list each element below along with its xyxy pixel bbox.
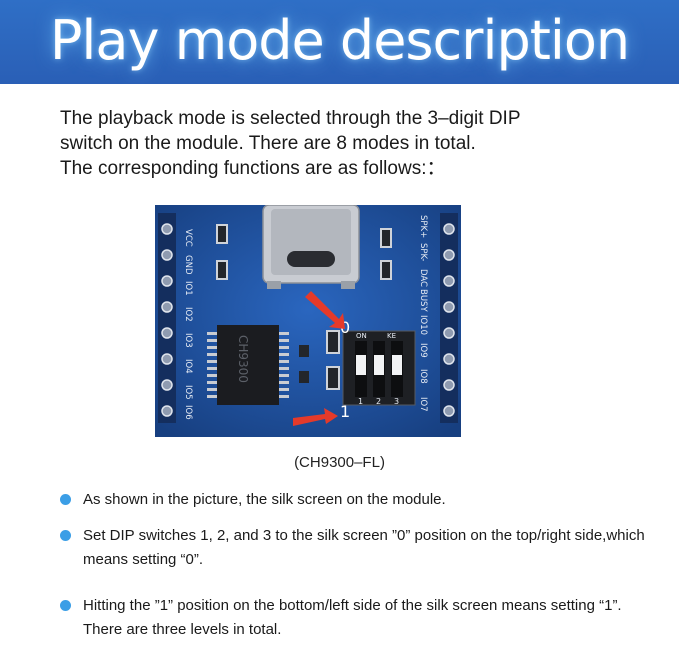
chip-label: CH9300: [236, 335, 250, 383]
right-pins: [443, 223, 455, 417]
silk-marker-one: 1: [340, 402, 350, 421]
bullet-dot-icon: [60, 600, 71, 611]
smd-components-top: [216, 224, 392, 280]
red-arrow-zero: [305, 291, 345, 329]
dip-ke-label: KE: [387, 332, 396, 340]
usb-c-connector: [262, 205, 360, 289]
left-pin-labels: VCC GND IO1 IO2 IO3 IO4 IO5 IO6: [183, 229, 193, 420]
intro-line: switch on the module. There are 8 modes …: [60, 133, 476, 154]
dip-toggle-1: [356, 355, 366, 375]
bullet-dot-icon: [60, 494, 71, 505]
silk-marker-zero: 0: [340, 318, 350, 337]
module-board-illustration: VCC GND IO1 IO2 IO3 IO4 IO5 IO6 SPK+ SPK…: [155, 205, 461, 437]
smd-components-middle: [299, 330, 340, 390]
right-pin-labels: SPK+ SPK- DAC BUSY IO10 IO9 IO8 IO7: [418, 215, 428, 412]
pin-label: IO1: [183, 281, 193, 296]
list-item-text: As shown in the picture, the silk screen…: [83, 491, 446, 508]
pin-label: IO6: [183, 405, 193, 420]
dip-toggle-3: [392, 355, 402, 375]
pin-label: IO4: [183, 359, 193, 374]
intro-text: The playback mode is selected through th…: [60, 106, 660, 181]
pin-label: SPK+: [418, 215, 428, 238]
intro-line: The corresponding functions are as follo…: [60, 158, 446, 179]
page-title: Play mode description: [49, 8, 630, 72]
pin-label: IO9: [418, 343, 428, 358]
list-item: Hitting the ”1” position on the bottom/l…: [60, 594, 660, 642]
list-item-text: Set DIP switches 1, 2, and 3 to the silk…: [83, 527, 645, 568]
pin-label: GND: [183, 255, 193, 275]
title-banner: Play mode description: [0, 0, 679, 84]
intro-line: The playback mode is selected through th…: [60, 108, 521, 129]
list-item-text: Hitting the ”1” position on the bottom/l…: [83, 597, 622, 638]
left-pins: [161, 223, 173, 417]
pin-label: IO7: [418, 397, 428, 412]
main-ic-chip: CH9300: [207, 325, 289, 405]
list-item: Set DIP switches 1, 2, and 3 to the silk…: [60, 524, 660, 572]
pin-label: VCC: [183, 229, 193, 247]
dip-number: 2: [376, 397, 381, 406]
bullet-list: As shown in the picture, the silk screen…: [60, 488, 660, 654]
module-photo: VCC GND IO1 IO2 IO3 IO4 IO5 IO6 SPK+ SPK…: [155, 205, 461, 437]
dip-on-label: ON: [356, 332, 367, 340]
bullet-dot-icon: [60, 530, 71, 541]
pin-label: BUSY: [418, 289, 428, 312]
left-header: [158, 213, 176, 423]
pin-label: IO8: [418, 369, 428, 384]
pin-label: DAC: [418, 269, 428, 287]
pin-label: IO3: [183, 333, 193, 348]
pin-label: IO10: [418, 315, 428, 335]
pin-label: IO2: [183, 307, 193, 322]
dip-toggle-2: [374, 355, 384, 375]
dip-switch: ON KE 1 2 3: [342, 330, 416, 406]
dip-number: 1: [358, 397, 363, 406]
red-arrow-one: [293, 408, 338, 426]
dip-number: 3: [394, 397, 399, 406]
pin-label: SPK-: [418, 243, 428, 261]
list-item: As shown in the picture, the silk screen…: [60, 488, 660, 512]
right-header: [440, 213, 458, 423]
image-caption: (CH9300–FL): [294, 454, 385, 471]
pin-label: IO5: [183, 385, 193, 400]
